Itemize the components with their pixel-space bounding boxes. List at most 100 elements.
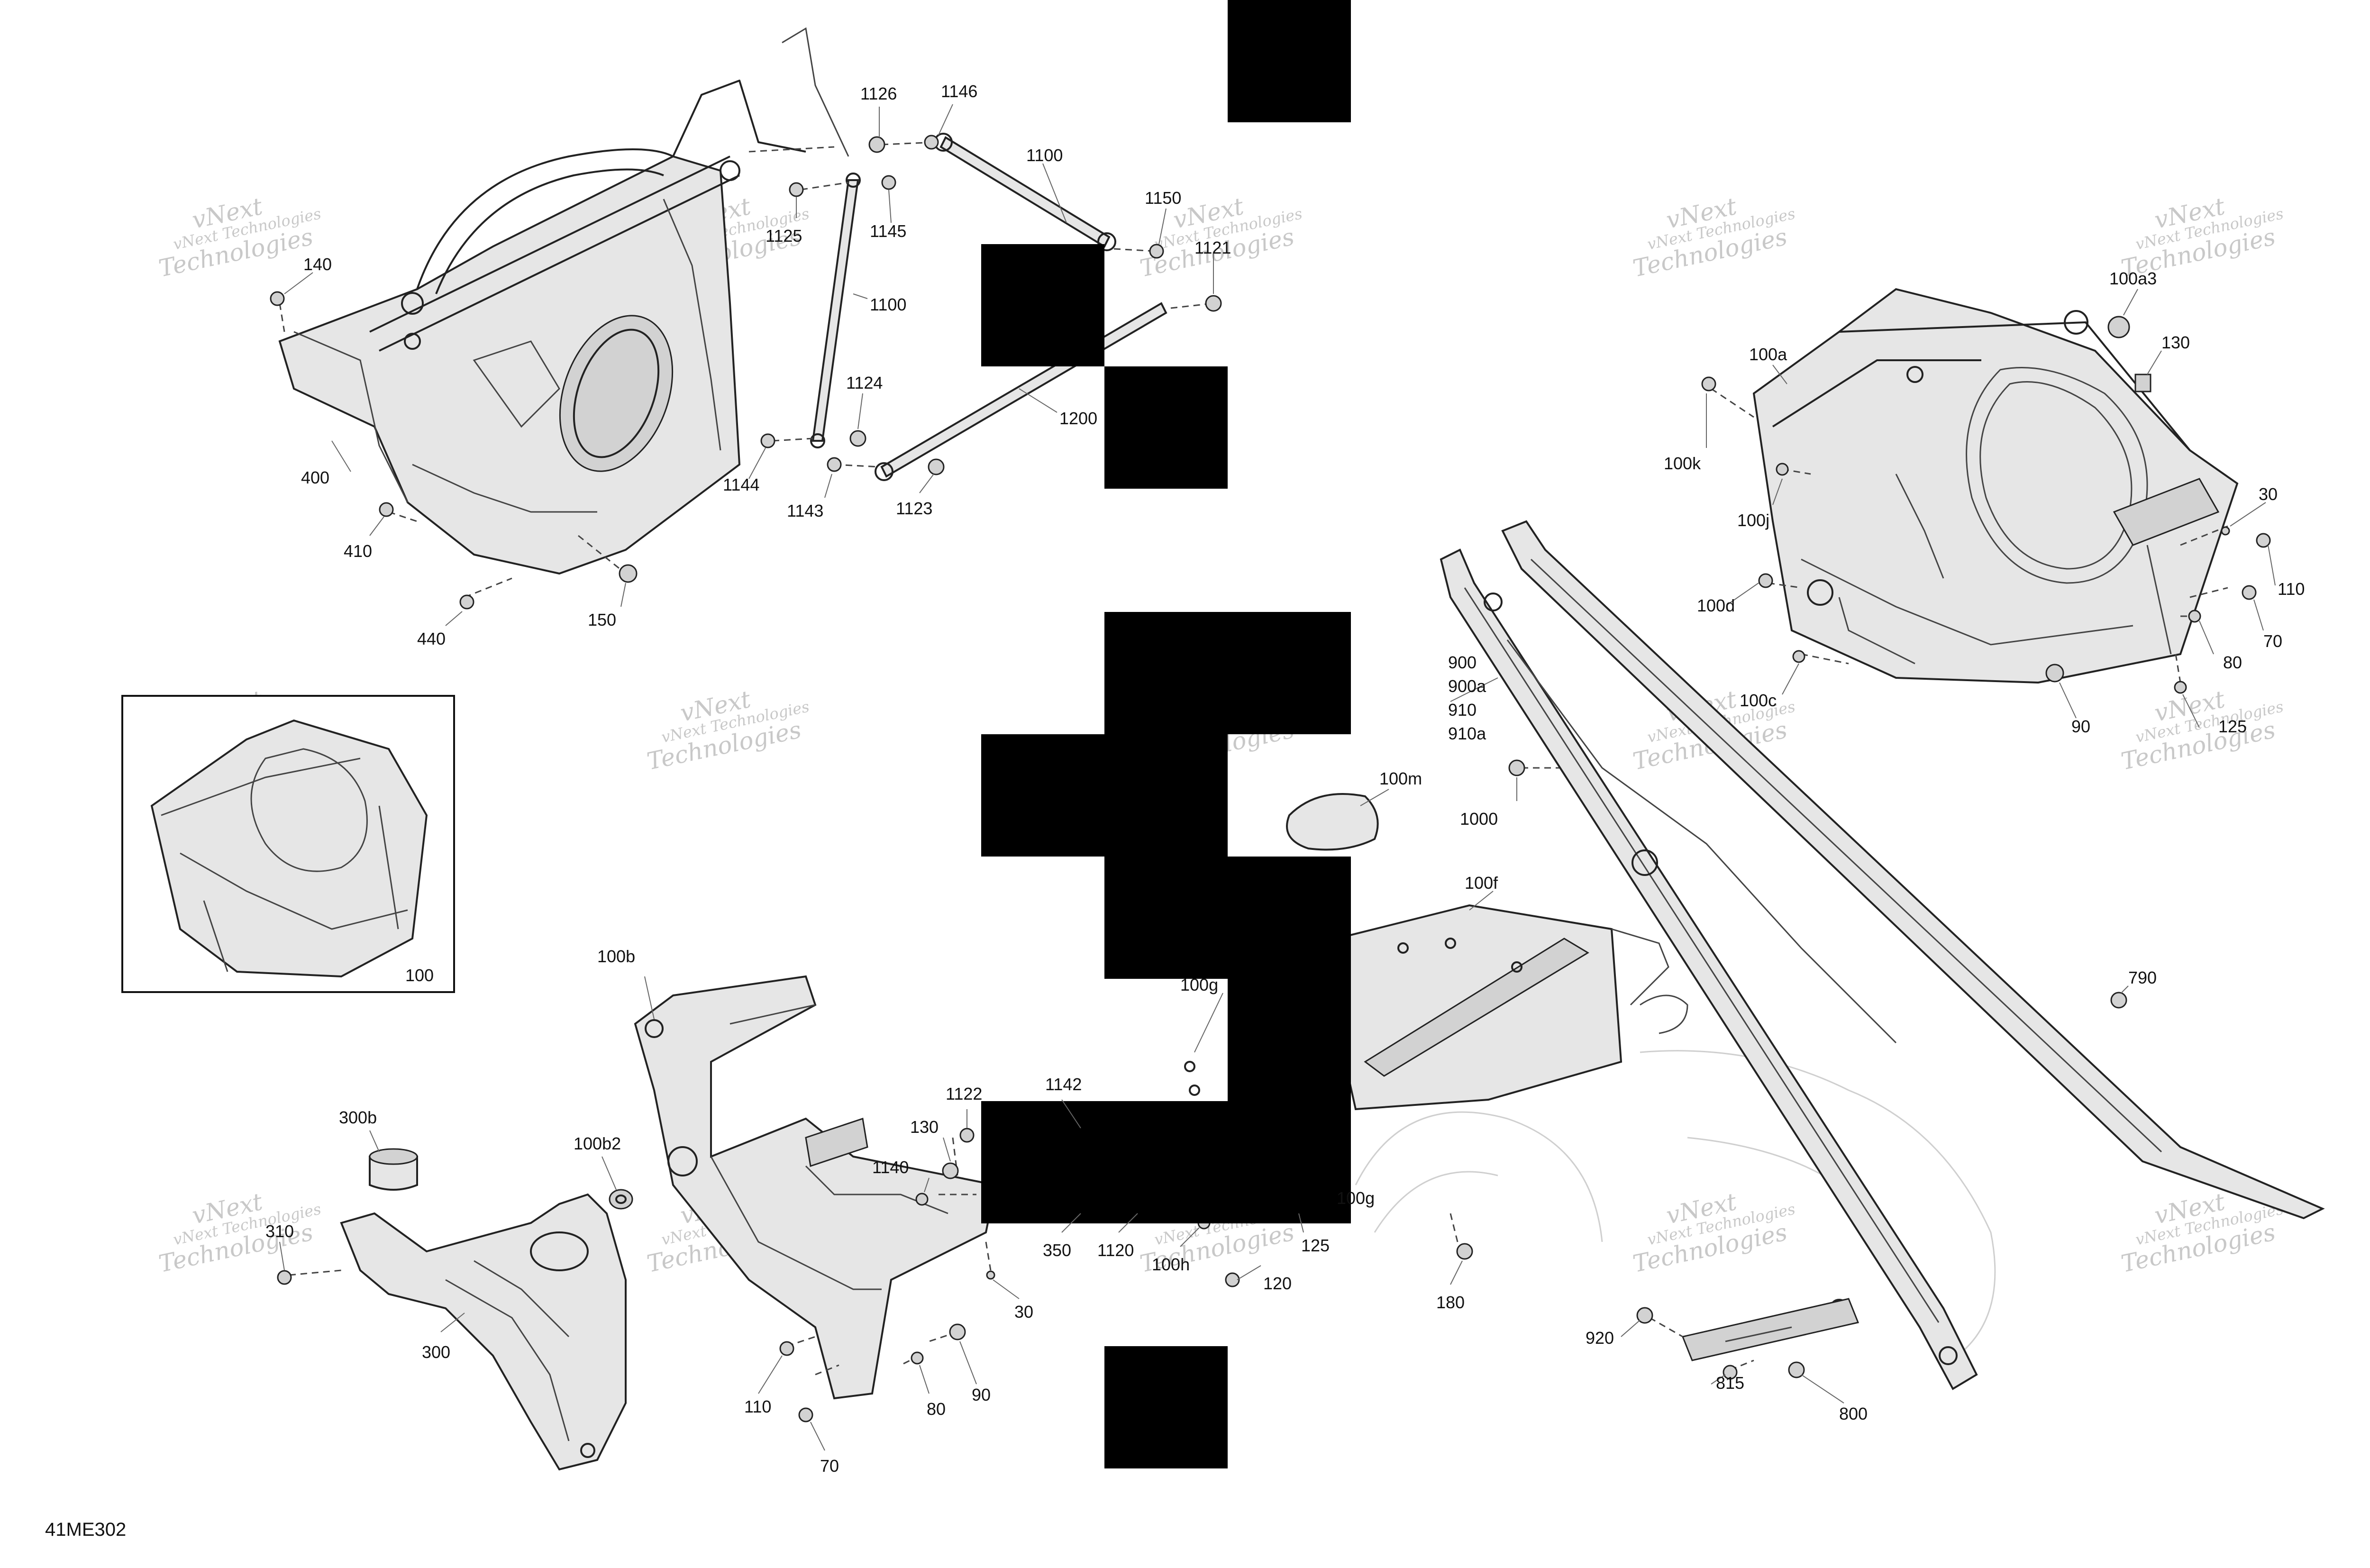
cap-300b bbox=[369, 1156, 418, 1191]
label-800: 800 bbox=[1839, 1404, 1868, 1423]
label-150: 150 bbox=[588, 610, 616, 629]
label-100b: 100b bbox=[597, 947, 635, 966]
bolt-1146-icon bbox=[924, 135, 939, 150]
label-1143: 1143 bbox=[787, 501, 823, 520]
inset-frame-100: 100 bbox=[121, 695, 455, 993]
fastener-100k-icon bbox=[1701, 376, 1716, 392]
redaction-block bbox=[1104, 612, 1351, 734]
label-1142: 1142 bbox=[1045, 1075, 1082, 1094]
label-100f: 100f bbox=[1465, 873, 1498, 893]
nut-90-icon bbox=[2045, 664, 2064, 683]
label-920: 920 bbox=[1586, 1328, 1614, 1348]
label-1144: 1144 bbox=[723, 475, 759, 494]
leader-lines bbox=[279, 104, 2276, 1451]
nut-90b-icon bbox=[949, 1323, 966, 1340]
label-130-top: 130 bbox=[2161, 333, 2190, 352]
label-70-bottom: 70 bbox=[820, 1456, 839, 1476]
inset-label: 100 bbox=[405, 966, 434, 985]
label-100g-lower: 100g bbox=[1337, 1188, 1375, 1208]
watermark: vNext vNext Technologies Technologies bbox=[2119, 685, 2285, 775]
label-410: 410 bbox=[344, 541, 372, 561]
nut-1122-icon bbox=[959, 1128, 975, 1143]
label-300: 300 bbox=[422, 1342, 450, 1362]
washer-80b-icon bbox=[911, 1351, 924, 1365]
bolt-110-icon bbox=[2256, 533, 2271, 548]
roll-bar-assembly bbox=[1440, 520, 2325, 1390]
label-400: 400 bbox=[301, 468, 329, 487]
label-120: 120 bbox=[1263, 1274, 1292, 1293]
watermark: vNext vNext Technologies Technologies bbox=[156, 192, 323, 283]
redaction-block bbox=[1228, 979, 1351, 1101]
bolt-70-icon bbox=[2242, 585, 2257, 600]
screw-100j-icon bbox=[1776, 463, 1789, 476]
label-1140: 1140 bbox=[872, 1158, 909, 1177]
label-140: 140 bbox=[303, 255, 332, 274]
label-30-top: 30 bbox=[2259, 484, 2278, 504]
front-frame-assembly bbox=[270, 27, 849, 610]
clip-130b-icon bbox=[942, 1162, 959, 1179]
label-900: 900 bbox=[1448, 653, 1477, 672]
clip-130-icon bbox=[2134, 374, 2151, 392]
plate-800 bbox=[1681, 1298, 1860, 1361]
redaction-block bbox=[1104, 366, 1228, 489]
label-100g-upper: 100g bbox=[1180, 975, 1218, 994]
label-1100-top: 1100 bbox=[1026, 146, 1063, 165]
watermark: vNext vNext Technologies Technologies bbox=[156, 1188, 323, 1278]
label-180: 180 bbox=[1436, 1293, 1465, 1312]
watermark: vNext vNext Technologies Technologies bbox=[2119, 192, 2285, 283]
label-1150: 1150 bbox=[1145, 188, 1181, 208]
label-100d: 100d bbox=[1697, 596, 1735, 615]
bolt-1140-icon bbox=[915, 1193, 929, 1206]
nut-790-icon bbox=[2110, 992, 2127, 1009]
label-80-top: 80 bbox=[2223, 653, 2242, 672]
rear-frame-assembly bbox=[277, 975, 1240, 1471]
label-310: 310 bbox=[265, 1222, 294, 1241]
watermark: vNext vNext Technologies Technologies bbox=[1631, 192, 1797, 283]
washer-80-icon bbox=[2188, 610, 2201, 623]
label-300b: 300b bbox=[339, 1108, 377, 1127]
label-900a: 900a bbox=[1448, 676, 1486, 696]
redaction-block bbox=[981, 244, 1104, 366]
label-100m: 100m bbox=[1379, 769, 1422, 788]
document-code: 41ME302 bbox=[45, 1519, 126, 1540]
bolt-180-icon bbox=[1456, 1243, 1473, 1260]
fastener-1000-icon bbox=[1508, 759, 1525, 776]
plate-100m bbox=[1286, 793, 1379, 851]
label-70-top: 70 bbox=[2263, 631, 2282, 651]
pin-30-icon bbox=[2221, 526, 2230, 536]
label-125-top: 125 bbox=[2218, 717, 2247, 736]
label-125-bottom: 125 bbox=[1301, 1236, 1330, 1255]
label-910a: 910a bbox=[1448, 724, 1486, 743]
label-1120: 1120 bbox=[1097, 1240, 1134, 1260]
label-90-bottom: 90 bbox=[972, 1385, 991, 1404]
redaction-block bbox=[1104, 1346, 1228, 1468]
label-100a: 100a bbox=[1749, 345, 1787, 364]
label-100j: 100j bbox=[1737, 511, 1769, 530]
label-1126: 1126 bbox=[860, 84, 897, 103]
watermark: vNext vNext Technologies Technologies bbox=[1631, 1188, 1797, 1278]
label-130-bottom: 130 bbox=[910, 1117, 939, 1137]
fastener-100d-icon bbox=[1758, 573, 1773, 588]
label-100b2: 100b2 bbox=[574, 1134, 621, 1153]
fastener-815-icon bbox=[1723, 1365, 1738, 1380]
label-1145: 1145 bbox=[870, 221, 906, 241]
bolt-140-icon bbox=[270, 291, 285, 306]
label-815: 815 bbox=[1716, 1373, 1744, 1393]
screw-100c-icon bbox=[1792, 650, 1805, 663]
nut-1125-icon bbox=[789, 182, 804, 197]
fastener-120-icon bbox=[1225, 1272, 1240, 1287]
nut-800-icon bbox=[1788, 1361, 1805, 1378]
label-1124: 1124 bbox=[846, 373, 883, 392]
bolt-1144-icon bbox=[760, 433, 775, 448]
bolt-410-icon bbox=[379, 502, 394, 517]
screw-125-icon bbox=[2174, 681, 2187, 694]
label-90-top: 90 bbox=[2071, 717, 2090, 736]
bolt-310-icon bbox=[277, 1270, 292, 1285]
label-100h: 100h bbox=[1152, 1255, 1190, 1274]
washer-1126-icon bbox=[868, 136, 885, 153]
pin-30b-icon bbox=[986, 1270, 995, 1280]
bolt-110b-icon bbox=[779, 1341, 794, 1356]
label-80-bottom: 80 bbox=[927, 1399, 946, 1419]
label-110-top: 110 bbox=[2278, 579, 2305, 599]
